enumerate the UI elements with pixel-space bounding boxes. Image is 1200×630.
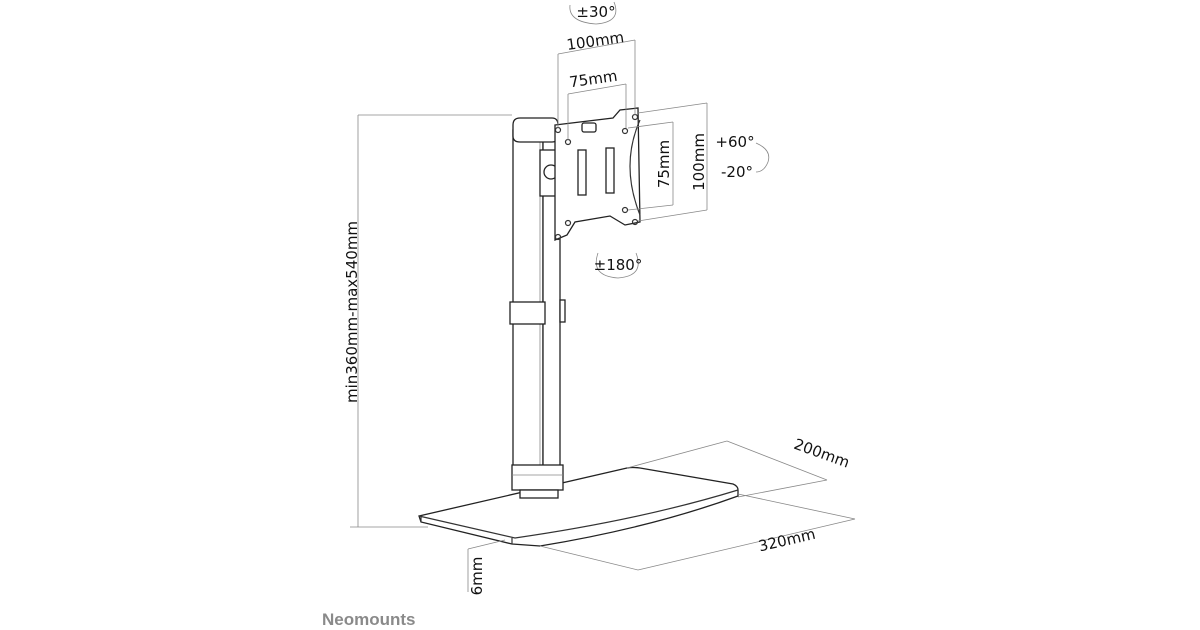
vesa-horizontal-outer-label: 100mm — [565, 28, 625, 54]
height-range-label: min360mm-max540mm — [343, 221, 361, 403]
brand-logo: Neomounts — [322, 610, 416, 629]
vesa-horizontal-inner-label: 75mm — [568, 67, 618, 92]
swivel-label: ±30° — [576, 3, 615, 21]
vesa-vertical-inner-label: 75mm — [655, 140, 673, 188]
tilt-up-label: +60° — [715, 133, 754, 151]
rotation-labels: ±30° ±180° +60° -20° — [569, 1, 770, 279]
base-thickness-label: 6mm — [468, 557, 486, 596]
base-width-label: 320mm — [757, 525, 817, 556]
rotate-label: ±180° — [594, 256, 643, 274]
base-depth-label: 200mm — [791, 435, 852, 472]
height-dimension: min360mm-max540mm — [343, 114, 512, 528]
base-plate — [418, 466, 739, 547]
tilt-down-label: -20° — [721, 163, 753, 181]
vesa-plate — [539, 107, 641, 241]
vesa-vertical-outer-label: 100mm — [690, 133, 708, 191]
